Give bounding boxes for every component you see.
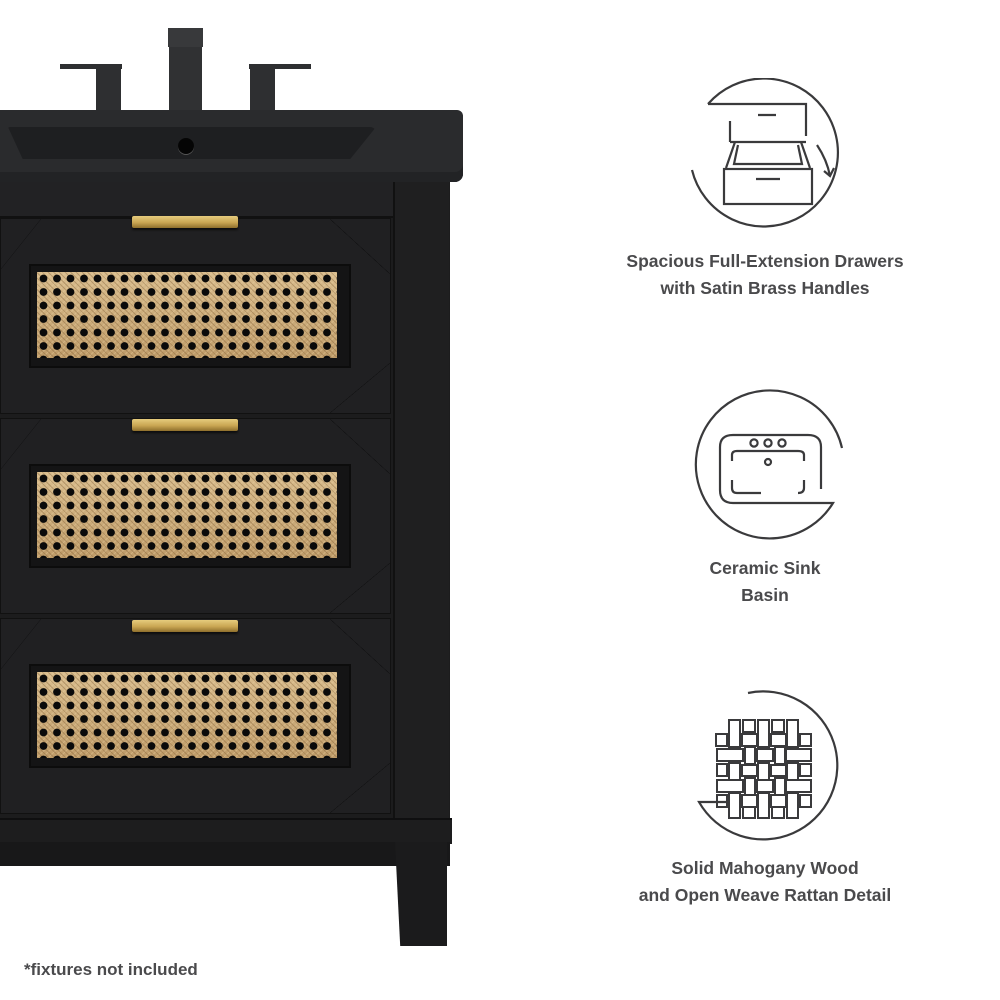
- cabinet-top-rail: [0, 182, 393, 218]
- drawer-handle-middle[interactable]: [132, 419, 238, 431]
- drawer-top[interactable]: [0, 218, 391, 414]
- drawer-handle-top[interactable]: [132, 216, 238, 228]
- rattan-insert: [37, 272, 337, 358]
- feature-drawers: Spacious Full-Extension Drawers with Sat…: [600, 77, 930, 302]
- rattan-insert: [37, 472, 337, 558]
- rattan-insert: [37, 672, 337, 758]
- feature-sink: Ceramic Sink Basin: [600, 385, 930, 609]
- drawer-bottom[interactable]: [0, 618, 391, 814]
- weave-icon: [685, 685, 845, 845]
- footnote: *fixtures not included: [24, 960, 198, 979]
- cabinet-side-panel: [393, 182, 449, 822]
- drawer-middle[interactable]: [0, 418, 391, 614]
- drawer-extension-icon: [685, 77, 845, 238]
- cabinet-leg: [395, 842, 447, 946]
- overflow-drain: [178, 138, 194, 154]
- feature-caption: Solid Mahogany Wood and Open Weave Ratta…: [638, 858, 892, 905]
- cabinet-base-rail: [0, 818, 452, 844]
- feature-weave: Solid Mahogany Wood and Open Weave Ratta…: [600, 685, 930, 909]
- feature-caption: Ceramic Sink Basin: [709, 558, 821, 605]
- feature-caption: Spacious Full-Extension Drawers with Sat…: [626, 251, 904, 298]
- cabinet-apron: [0, 842, 450, 866]
- sink-basin-icon: [685, 385, 845, 545]
- drawer-handle-bottom[interactable]: [132, 620, 238, 632]
